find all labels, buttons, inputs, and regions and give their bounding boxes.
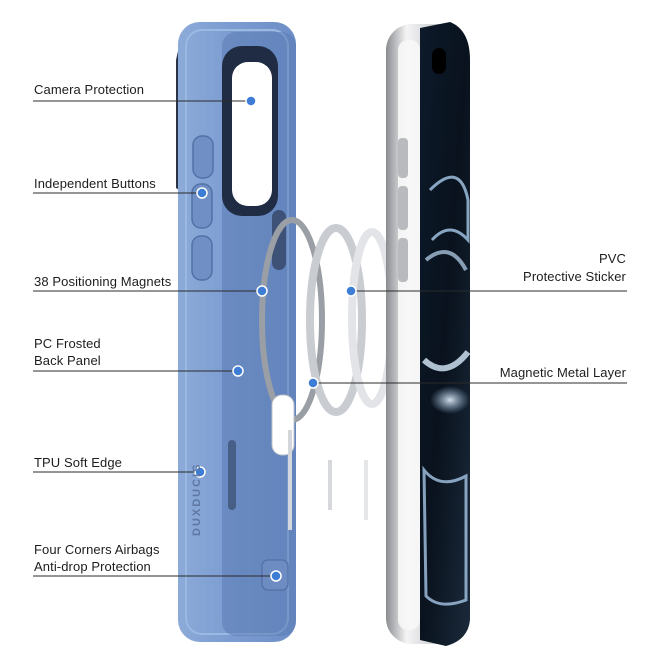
label-tpu-soft-edge: TPU Soft Edge	[34, 455, 123, 470]
label-pc-back-line2: Back Panel	[34, 353, 101, 368]
phone	[386, 22, 471, 646]
callout-markers	[194, 95, 357, 582]
label-pvc-line2: Protective Sticker	[523, 269, 626, 284]
label-positioning-magnets: 38 Positioning Magnets	[34, 274, 172, 289]
label-pc-back-line1: PC Frosted	[34, 336, 101, 351]
label-pvc-line1: PVC	[598, 251, 626, 266]
label-airbags-line1: Four Corners Airbags	[34, 542, 160, 557]
callout-lines	[33, 100, 627, 577]
label-independent-buttons: Independent Buttons	[34, 176, 156, 191]
label-magnetic-metal: Magnetic Metal Layer	[499, 365, 626, 380]
case-brand-text: DUXDUCIS	[191, 462, 203, 536]
label-camera-protection: Camera Protection	[34, 82, 145, 97]
label-airbags-line2: Anti-drop Protection	[34, 559, 151, 574]
phone-case	[176, 22, 296, 642]
